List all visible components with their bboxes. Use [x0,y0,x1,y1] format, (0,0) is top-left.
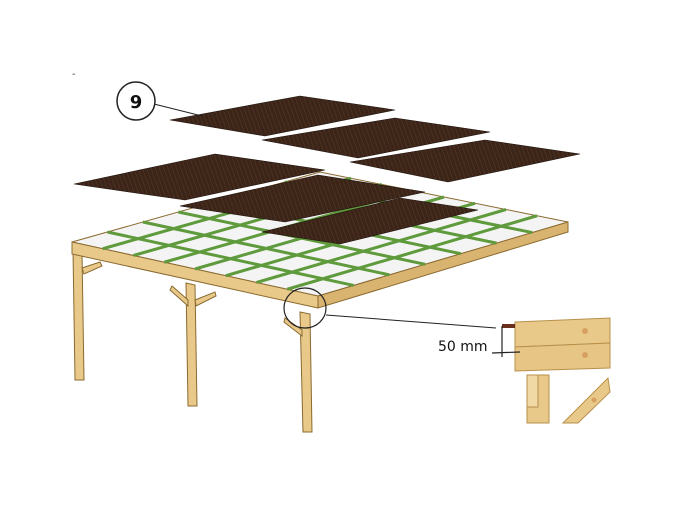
dimension-label: 50 mm [438,339,488,355]
beam-top [514,317,611,348]
roof-sheets [73,95,581,245]
post-front-right [299,311,313,433]
roof-sheet [179,174,426,223]
posts [72,249,313,433]
beam-bottom [514,342,611,372]
rafter-rail [256,208,507,284]
rafter-rail [286,214,538,291]
brace-detail [561,376,611,424]
brace [194,291,217,307]
roof-sheet [73,153,326,201]
post-end [526,374,539,408]
brace [169,285,189,308]
post-front-middle [185,282,198,407]
detail-marker [283,287,497,329]
detail-inset: 50 mm [438,317,611,424]
side-beam [317,221,569,309]
part-callout: 9 [116,81,203,121]
brace [81,261,103,275]
roof-sheet [261,117,491,159]
part-number: 9 [130,92,143,113]
sheet-edge [502,324,515,328]
roof-sheet [169,95,396,137]
svg-text:-: - [72,69,76,80]
roof-sheet [261,197,479,245]
roof-sheet [349,139,581,183]
